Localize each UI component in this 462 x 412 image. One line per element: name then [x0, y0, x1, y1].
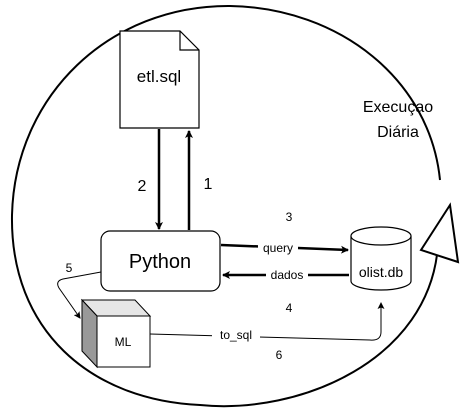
dados-label: dados — [271, 268, 304, 282]
olist-db-label: olist.db — [359, 264, 404, 280]
query-label: query — [263, 241, 293, 255]
daily-loop-arrowhead — [419, 202, 460, 264]
step-5-label: 5 — [66, 261, 73, 275]
title-line-2: Diária — [377, 124, 419, 141]
etl-sql-document[interactable]: etl.sql — [119, 30, 200, 129]
olist-db-node[interactable]: olist.db — [350, 226, 412, 291]
title-line-1: Execuçao — [363, 99, 433, 116]
edge-python-to-ml — [57, 271, 102, 319]
python-node[interactable]: Python — [100, 230, 221, 292]
step-1-label: 1 — [204, 176, 213, 193]
step-6-label: 6 — [276, 348, 283, 362]
step-2-label: 2 — [138, 178, 147, 195]
step-3-label: 3 — [286, 210, 293, 224]
edge-ml-to-db — [149, 302, 385, 341]
python-label: Python — [129, 251, 191, 273]
step-4-label: 4 — [286, 301, 293, 315]
to-sql-label: to_sql — [220, 328, 252, 342]
etl-sql-label: etl.sql — [137, 67, 181, 86]
ml-label: ML — [115, 335, 132, 349]
daily-loop-arc — [10, 4, 441, 408]
ml-node[interactable]: ML — [80, 298, 152, 369]
